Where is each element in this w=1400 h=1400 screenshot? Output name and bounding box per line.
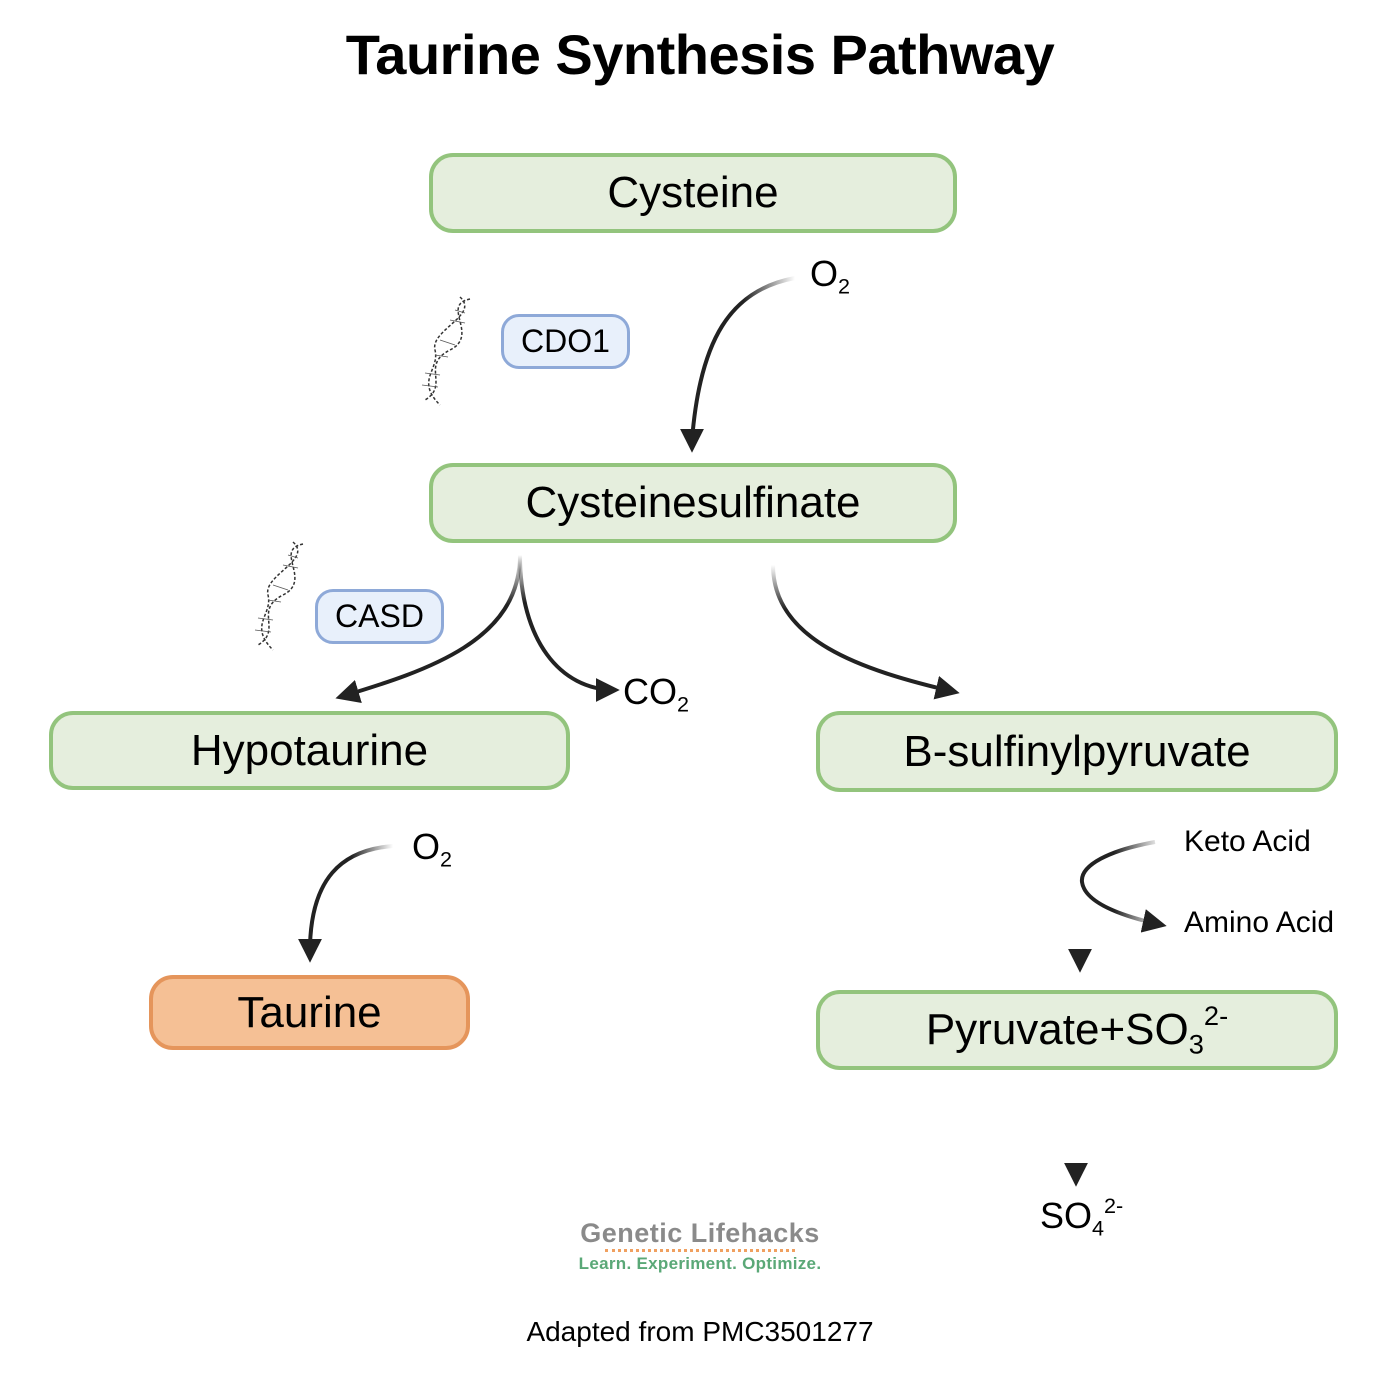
node-hypotaurine: Hypotaurine [49, 711, 570, 790]
dna-helix-icon [421, 296, 471, 406]
node-cysteine: Cysteine [429, 153, 957, 233]
arrow-o2-input-1 [690, 276, 796, 441]
arrow-to-co2 [518, 554, 620, 702]
enzyme-casd-label: CASD [335, 598, 424, 634]
node-sulfinylpyruvate: B-sulfinylpyruvate [816, 711, 1338, 792]
enzyme-cdo1-label: CDO1 [521, 323, 610, 359]
label-sulfate: SO42- [1040, 1193, 1124, 1241]
node-pyruvate-sulfite-label: Pyruvate+SO32- [925, 999, 1229, 1060]
node-cysteine-label: Cysteine [607, 168, 779, 217]
label-keto-acid: Keto Acid [1184, 825, 1311, 858]
node-taurine: Taurine [149, 975, 470, 1050]
logo-tagline: Learn. Experiment. Optimize. [578, 1254, 822, 1273]
node-pyruvate-sulfite: Pyruvate+SO32- [816, 990, 1338, 1070]
enzyme-cdo1: CDO1 [501, 314, 630, 369]
label-co2: CO2 [623, 671, 690, 717]
node-cysteinesulfinate-label: Cysteinesulfinate [525, 478, 861, 527]
label-amino-acid: Amino Acid [1184, 906, 1335, 939]
genetic-lifehacks-logo: Genetic Lifehacks Learn. Experiment. Opt… [540, 1218, 860, 1274]
node-sulfinylpyruvate-label: B-sulfinylpyruvate [903, 726, 1251, 776]
label-o2-hypotaurine: O2 [412, 826, 453, 872]
arrow-to-sulfinylpyruvate [771, 564, 960, 700]
logo-dotted-divider [605, 1249, 795, 1252]
logo-name: Genetic Lifehacks [580, 1218, 820, 1248]
enzyme-casd: CASD [315, 589, 444, 644]
arrow-o2-input-2 [308, 844, 394, 946]
arrow-keto-to-amino [1079, 840, 1167, 933]
dna-helix-icon [254, 541, 304, 651]
node-taurine-label: Taurine [237, 987, 382, 1037]
node-cysteinesulfinate: Cysteinesulfinate [429, 463, 957, 543]
node-hypotaurine-label: Hypotaurine [190, 725, 429, 775]
arrow-to-hypotaurine [335, 554, 522, 703]
source-citation: Adapted from PMC3501277 [526, 1316, 874, 1347]
label-o2-cdo1: O2 [810, 253, 851, 299]
diagram-title: Taurine Synthesis Pathway [345, 23, 1055, 86]
